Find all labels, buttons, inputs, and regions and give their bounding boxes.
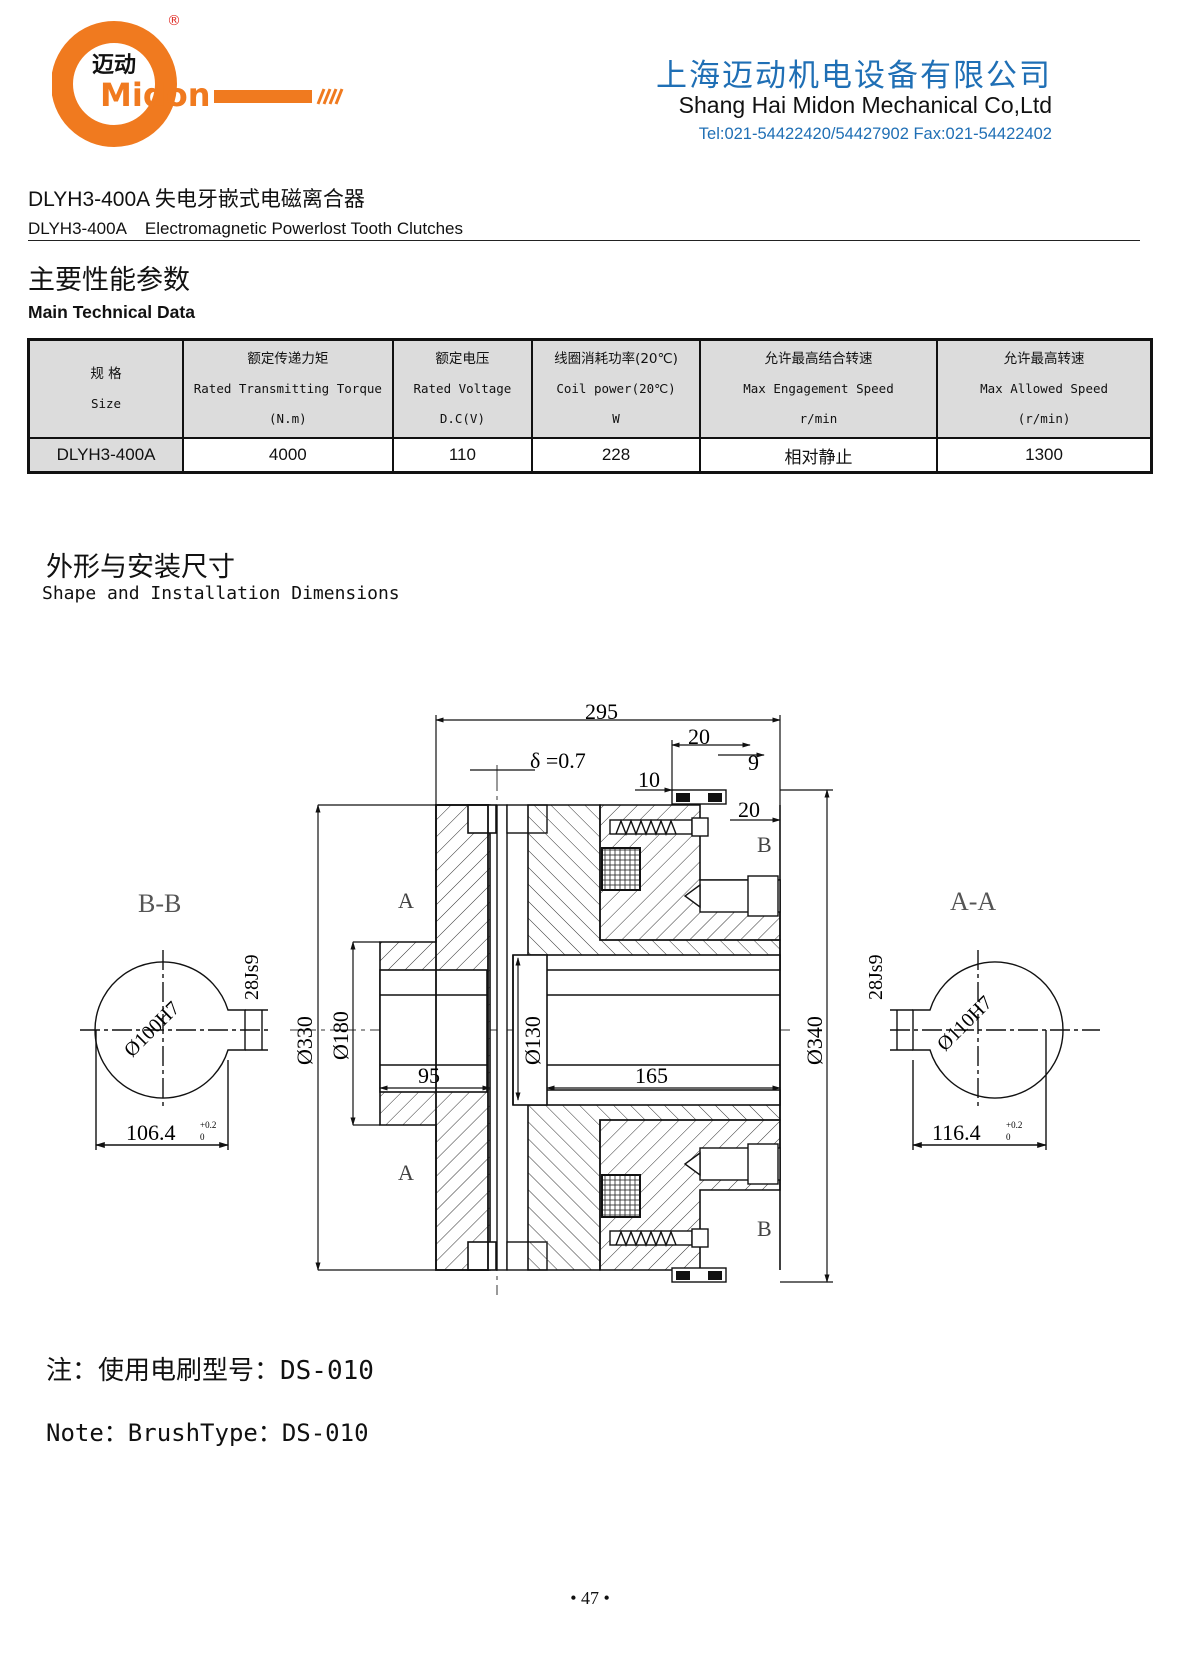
- section-mark-b-upper: B: [757, 832, 772, 857]
- cell-engagement-speed: 相对静止: [698, 437, 939, 474]
- coil-lower: [601, 1174, 641, 1218]
- dim-dia-340: Ø340: [802, 1016, 827, 1065]
- contact-line: Tel:021-54422420/54427902 Fax:021-544224…: [698, 125, 1052, 143]
- section-mark-a-upper: A: [398, 888, 414, 913]
- cell-size: DLYH3-400A: [27, 437, 185, 474]
- dimension-lines: [315, 715, 833, 1283]
- dim-dia-130: Ø130: [520, 1016, 545, 1065]
- dimensions-title-cn: 外形与安装尺寸: [46, 552, 235, 583]
- logo-cn-text: 迈动: [92, 53, 136, 78]
- table-row: DLYH3-400A 4000 110 228 相对静止 1300: [27, 437, 1153, 474]
- key-depth-right: 116.4: [932, 1120, 981, 1145]
- section-mark-a-lower: A: [398, 1160, 414, 1185]
- tol-lower-left: 0: [200, 1132, 205, 1142]
- cell-coil-power: 228: [531, 437, 701, 474]
- tol-upper-right: +0.2: [1006, 1120, 1022, 1130]
- product-title-en: DLYH3-400A Electromagnetic Powerlost Too…: [28, 219, 463, 238]
- dim-overall-length: 295: [585, 699, 618, 724]
- technical-data-table: 规 格 Size 额定传递力矩 Rated Transmitting Torqu…: [27, 338, 1153, 474]
- dim-9: 9: [748, 750, 759, 775]
- note-cn: 注：使用电刷型号：DS-010: [46, 1356, 374, 1386]
- midon-logo: 迈动 Midon ®: [52, 13, 344, 147]
- section-bb-view: [80, 950, 270, 1150]
- section-bb-label: B-B: [138, 889, 181, 918]
- logo-bar: [214, 90, 312, 103]
- dim-length-95: 95: [418, 1063, 440, 1088]
- dim-10: 10: [638, 767, 660, 792]
- armature-disc: [496, 804, 508, 1271]
- dim-20-top: 20: [688, 724, 710, 749]
- tol-lower-right: 0: [1006, 1132, 1011, 1142]
- header-coil-power: 线圈消耗功率(20℃) Coil power(20℃) W: [531, 338, 701, 439]
- page-number: • 47 •: [570, 1588, 610, 1608]
- dimensions-title-en: Shape and Installation Dimensions: [42, 583, 400, 604]
- note-en: Note：BrushType：DS-010: [46, 1419, 369, 1447]
- company-name-en: Shang Hai Midon Mechanical Co,Ltd: [678, 92, 1052, 118]
- registered-mark: ®: [167, 13, 181, 29]
- dim-dia-330: Ø330: [292, 1016, 317, 1065]
- section-title-en: Main Technical Data: [28, 302, 195, 322]
- dim-20-right: 20: [738, 797, 760, 822]
- dim-delta: δ =0.7: [530, 748, 586, 773]
- section-title-cn: 主要性能参数: [28, 265, 190, 296]
- dim-length-165: 165: [635, 1063, 668, 1088]
- spring-lower: [609, 1228, 709, 1248]
- left-hub: [379, 804, 497, 1271]
- spring-upper: [609, 817, 709, 837]
- section-mark-b-lower: B: [757, 1216, 772, 1241]
- keyway-left-label: 28Js9: [241, 954, 263, 1000]
- installation-drawing: 295 δ =0.7 20 9 10 20 B B A A Ø330 Ø180 …: [80, 699, 1100, 1295]
- tol-upper-left: +0.2: [200, 1120, 216, 1130]
- coil-upper: [601, 847, 641, 891]
- cell-voltage: 110: [391, 437, 534, 474]
- bore-right-label: Ø110H7: [933, 992, 997, 1056]
- logo-speed-lines: [316, 88, 344, 105]
- dim-dia-180: Ø180: [328, 1011, 353, 1060]
- header-size: 规 格 Size: [27, 338, 185, 439]
- section-aa-label: A-A: [950, 887, 996, 916]
- cell-max-speed: 1300: [936, 437, 1153, 474]
- bolt-lower: [683, 1143, 781, 1185]
- header-torque: 额定传递力矩 Rated Transmitting Torque (N.m): [182, 338, 394, 439]
- bolt-upper: [683, 875, 781, 917]
- table-header-row: 规 格 Size 额定传递力矩 Rated Transmitting Torqu…: [27, 338, 1153, 439]
- section-aa-view: [890, 950, 1100, 1150]
- logo-wordmark: Midon: [100, 76, 210, 114]
- company-name-cn: 上海迈动机电设备有限公司: [656, 58, 1052, 94]
- header-engagement-speed: 允许最高结合转速 Max Engagement Speed r/min: [698, 338, 939, 439]
- key-depth-left: 106.4: [126, 1120, 176, 1145]
- product-title-cn: DLYH3-400A 失电牙嵌式电磁离合器: [28, 188, 365, 211]
- header-voltage: 额定电压 Rated Voltage D.C(V): [391, 338, 534, 439]
- keyway-right-label: 28Js9: [865, 954, 887, 1000]
- cell-torque: 4000: [182, 437, 394, 474]
- right-body: [512, 804, 781, 1271]
- header-max-speed: 允许最高转速 Max Allowed Speed (r/min): [936, 338, 1153, 439]
- title-divider: [28, 240, 1140, 241]
- logo-ring: [52, 21, 177, 147]
